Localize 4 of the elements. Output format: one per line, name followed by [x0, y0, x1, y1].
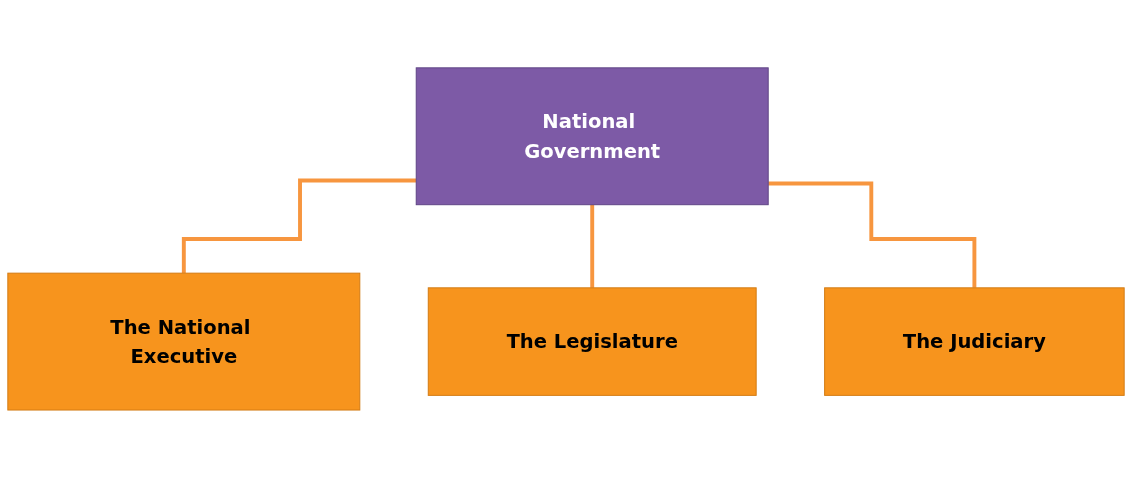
node-box: The Judiciary	[824, 286, 1125, 396]
node-box: The National Executive	[7, 272, 361, 411]
node-box: The Legislature	[427, 286, 757, 396]
node-box: National Government	[415, 66, 769, 205]
